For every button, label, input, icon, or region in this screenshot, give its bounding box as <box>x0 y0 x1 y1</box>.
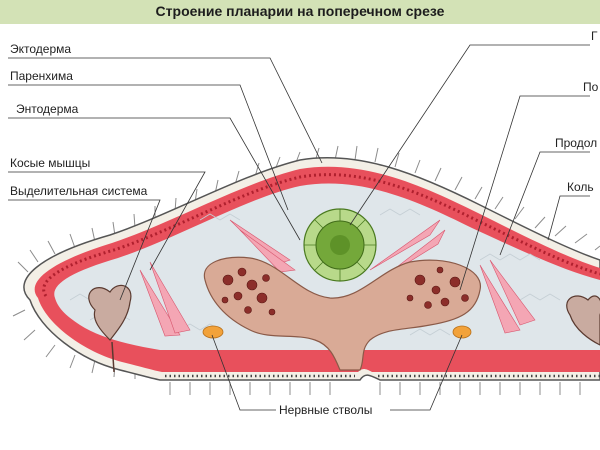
label-right-2: По <box>583 80 599 94</box>
label-endoderm: Энтодерма <box>16 102 79 116</box>
cilia <box>12 145 600 395</box>
label-parenchyma: Паренхима <box>10 69 73 83</box>
title-bar <box>0 0 600 24</box>
pharynx <box>303 208 377 282</box>
longitudinal-muscle-line <box>42 173 600 297</box>
label-right-3: Продол <box>555 136 597 150</box>
label-right-1: Г <box>591 29 598 43</box>
label-oblique-muscles: Косые мышцы <box>10 156 90 170</box>
label-right-4: Коль <box>567 180 594 194</box>
label-nerve-trunks: Нервные стволы <box>279 403 372 417</box>
oblique-muscles <box>139 219 536 337</box>
gut-vacuoles <box>221 266 469 316</box>
label-ectoderm: Эктодерма <box>10 42 71 56</box>
leader-lines <box>8 44 590 411</box>
diagram-title: Строение планарии на поперечном срезе <box>155 3 445 19</box>
gut-cavity <box>203 256 481 371</box>
label-excretory-system: Выделительная система <box>10 184 148 198</box>
